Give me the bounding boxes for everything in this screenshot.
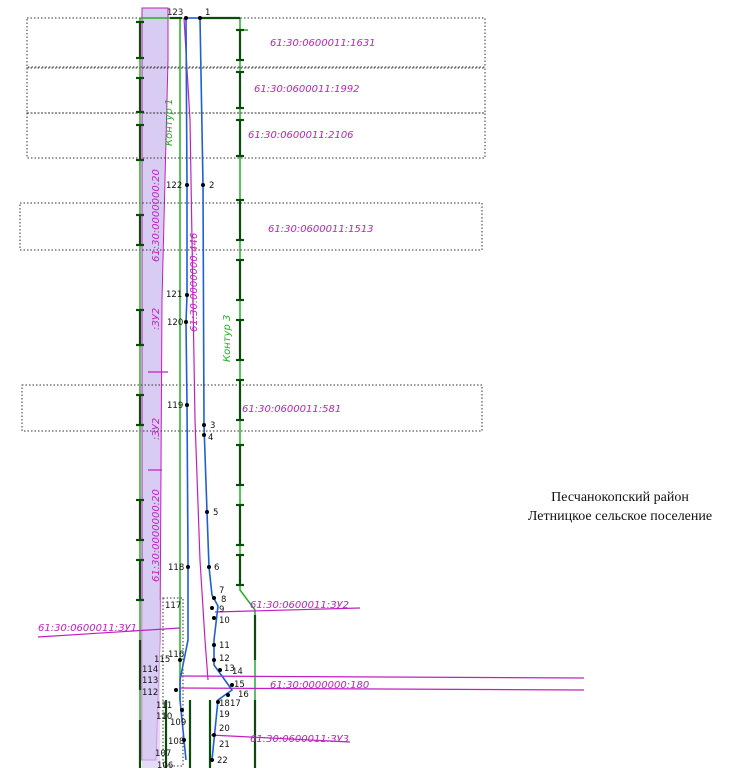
point-label: 2 <box>209 181 214 191</box>
point-label: 123 <box>167 8 183 18</box>
dotted-parcels <box>19 17 486 767</box>
parcel-label-2106: 61:30:0600011:2106 <box>248 130 354 141</box>
point-label: 11 <box>219 641 230 651</box>
point-label: 113 <box>142 676 158 686</box>
point-label: 14 <box>232 667 243 677</box>
point-label: 1 <box>205 8 210 18</box>
region-caption: Песчанокопский район Летницкое сельское … <box>505 488 735 526</box>
point-label: 109 <box>170 718 186 728</box>
district-name: Песчанокопский район <box>551 490 689 505</box>
parcel-label-20-lower: 61:30:0000000:20 <box>151 489 162 582</box>
parcel-label-20-upper: 61:30:0000000:20 <box>151 169 162 262</box>
point-label: 9 <box>219 605 224 615</box>
parcel-rect-581 <box>21 384 483 432</box>
point-label: 21 <box>219 740 230 750</box>
point-label: 107 <box>155 749 171 759</box>
point-label: 12 <box>219 654 230 664</box>
point-label: 112 <box>142 688 158 698</box>
point-label: 17 <box>230 699 241 709</box>
point-label: 5 <box>213 508 218 518</box>
parcel-rect-lower <box>162 597 184 767</box>
point-label: 119 <box>167 401 183 411</box>
parcel-label-zu2-b: :ЗУ2 <box>151 418 162 440</box>
parcel-label-1992: 61:30:0600011:1992 <box>254 84 360 95</box>
parcel-label-zu2-a: :ЗУ2 <box>151 308 162 330</box>
point-label: 114 <box>142 665 158 675</box>
point-label: 121 <box>166 290 182 300</box>
point-label: 10 <box>219 616 230 626</box>
point-label: 117 <box>165 601 181 611</box>
point-label: 118 <box>168 563 184 573</box>
point-label: 20 <box>219 724 230 734</box>
point-label: 122 <box>166 181 182 191</box>
point-label: 18 <box>219 699 230 709</box>
point-label: 116 <box>168 650 184 660</box>
point-label: 106 <box>157 761 173 771</box>
point-label: 15 <box>234 680 245 690</box>
parcel-rect-1631 <box>26 17 486 68</box>
point-label: 16 <box>238 690 249 700</box>
settlement-name: Летницкое сельское поселение <box>527 509 713 524</box>
point-label: 8 <box>221 595 226 605</box>
contour-label-1: Контур 1 <box>164 99 175 146</box>
point-label: 22 <box>217 756 228 766</box>
parcel-label-zu1: 61:30:0600011:ЗУ1 <box>38 623 137 634</box>
point-label: 120 <box>167 318 183 328</box>
parcel-strip-lower-fill <box>142 600 160 768</box>
point-labels: 123 1 122 2 121 120 119 3 4 5 118 6 7 8 … <box>142 8 249 771</box>
parcel-label-446: 61:30:0000000:446 <box>189 233 200 332</box>
parcel-label-zu2: 61:30:0600011:ЗУ2 <box>250 600 349 611</box>
parcel-label-1513: 61:30:0600011:1513 <box>268 224 374 235</box>
parcel-rect-1513 <box>19 202 483 251</box>
contour-label-3: Контур 3 <box>222 315 233 362</box>
parcel-label-581: 61:30:0600011:581 <box>242 404 341 415</box>
parcel-label-1631: 61:30:0600011:1631 <box>270 38 376 49</box>
point-label: 110 <box>156 712 172 722</box>
parcel-label-180: 61:30:0000000:180 <box>270 680 369 691</box>
point-label: 6 <box>214 563 219 573</box>
parcel-label-zu3: 61:30:0600011:ЗУ3 <box>250 734 349 745</box>
boundary-marks <box>136 16 257 768</box>
point-label: 7 <box>219 586 224 596</box>
point-label: 19 <box>219 710 230 720</box>
pipeline-route <box>179 17 234 761</box>
point-label: 108 <box>168 737 184 747</box>
point-label: 13 <box>224 664 235 674</box>
vertex-points <box>174 16 234 762</box>
magenta-lines <box>37 17 585 743</box>
point-label: 4 <box>208 433 213 443</box>
point-label: 115 <box>154 655 170 665</box>
point-label: 111 <box>156 701 172 711</box>
point-label: 3 <box>210 421 215 431</box>
parcel-rect-2106 <box>26 112 486 159</box>
